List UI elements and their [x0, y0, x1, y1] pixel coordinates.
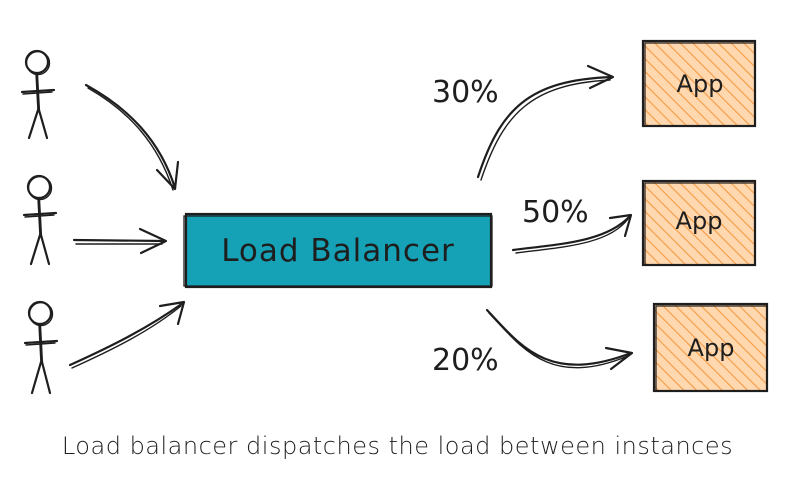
load-balancer-box: Load Balancer [183, 212, 493, 289]
arrow-lb-to-app-1 [476, 64, 615, 181]
arrow-user-2-to-lb [72, 227, 168, 255]
app-2-label: App [676, 207, 723, 235]
user-3-icon [23, 300, 59, 395]
app-box-3: App [652, 302, 769, 393]
app-box-1: App [641, 39, 757, 128]
load-balancer-label: Load Balancer [221, 233, 455, 269]
arrow-lb-to-app-3 [485, 308, 634, 371]
arrow-user-3-to-lb [68, 300, 186, 369]
route-3-percent: 20% [432, 343, 499, 378]
arrow-user-1-to-lb [84, 83, 180, 191]
app-box-2: App [641, 179, 757, 267]
user-2-icon [22, 174, 58, 266]
arrow-lb-to-app-2 [511, 213, 633, 254]
app-1-label: App [677, 70, 724, 98]
route-1-percent: 30% [432, 75, 499, 110]
route-2-percent: 50% [522, 195, 589, 230]
diagram-caption: Load balancer dispatches the load betwee… [61, 432, 734, 460]
app-3-label: App [688, 334, 735, 362]
user-1-icon [20, 49, 56, 140]
